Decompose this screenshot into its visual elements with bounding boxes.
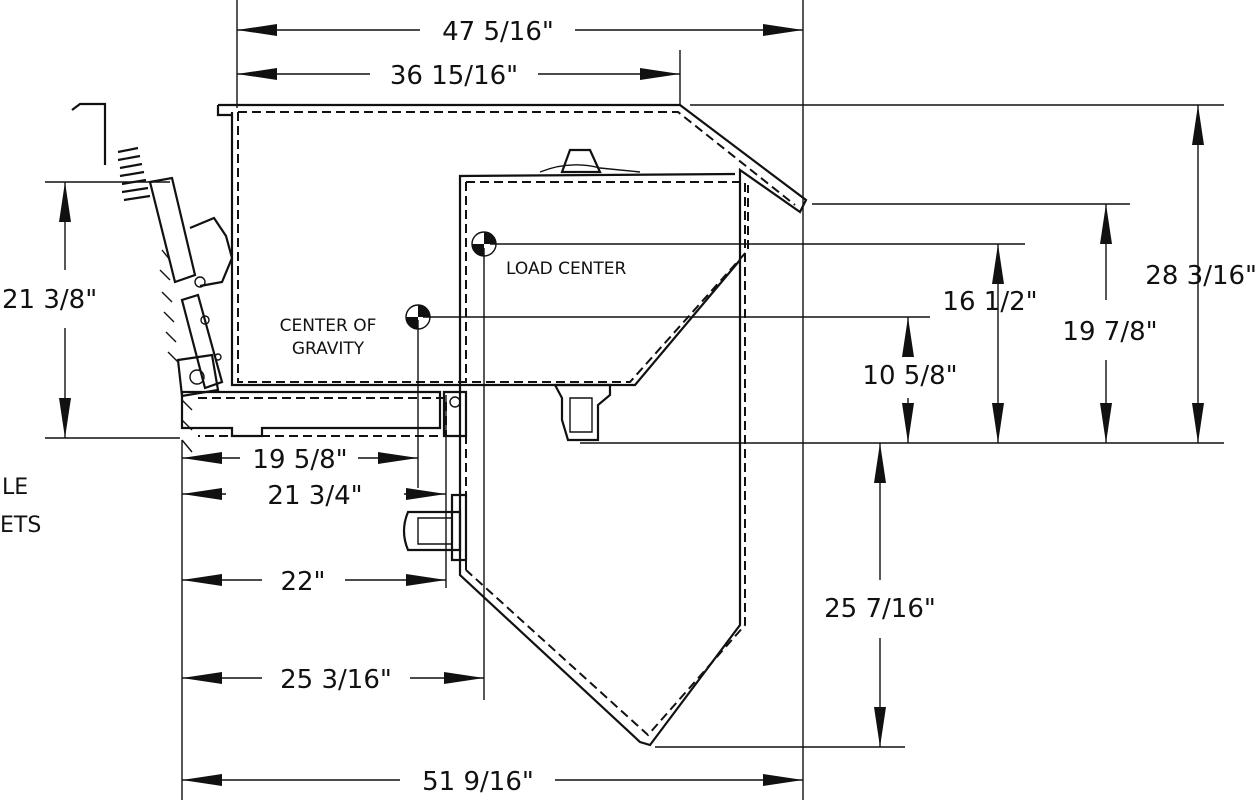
- dim-label-hinge-drop: 25 7/16": [824, 594, 936, 624]
- dim-label-cg-height: 10 5/8": [862, 361, 957, 391]
- center-of-gravity-label-1: CENTER OF: [280, 316, 377, 336]
- dim-label-lip-height: 19 7/8": [1062, 317, 1157, 347]
- dim-label-load-center-height: 16 1/2": [942, 287, 1037, 317]
- dim-label-overall-top-width: 47 5/16": [442, 17, 554, 47]
- load-center-symbol: [471, 231, 497, 257]
- dim-label-hinge-horizontal: 22": [280, 567, 325, 597]
- dim-load-center-height: [992, 244, 1004, 443]
- dim-cg-horizontal: [182, 452, 418, 464]
- latch-mechanism: [71, 102, 234, 453]
- extension-lines: [45, 0, 1224, 800]
- dim-load-center-horizontal: [182, 672, 484, 684]
- dim-label-left-height: 21 3/8": [2, 285, 97, 315]
- cut-off-label-2: ETS: [0, 513, 41, 538]
- hopper-body: [180, 103, 808, 747]
- dim-hinge-drop: [874, 443, 886, 747]
- hopper-dashed-outline: [198, 111, 796, 737]
- dim-overall-height: [1192, 105, 1204, 443]
- dim-label-pivot-horizontal: 21 3/4": [267, 481, 362, 511]
- dim-top-lip-width: [237, 68, 680, 80]
- dim-pivot-horizontal: [182, 488, 446, 500]
- hinge-bracket: [442, 390, 468, 438]
- dim-overall-top-width: [237, 24, 803, 36]
- dim-left-height: [59, 182, 71, 438]
- dim-label-top-lip-width: 36 15/16": [390, 61, 518, 91]
- cut-off-label-1: LE: [2, 475, 28, 500]
- load-center-label: LOAD CENTER: [506, 259, 627, 279]
- dim-label-overall-bottom-width: 51 9/16": [422, 767, 534, 797]
- fork-pocket-right: [553, 383, 612, 442]
- dim-lip-height: [1100, 204, 1112, 443]
- dim-hinge-horizontal: [182, 574, 446, 586]
- center-of-gravity-symbol: [405, 304, 431, 330]
- dim-label-load-center-horizontal: 25 3/16": [280, 665, 392, 695]
- dim-cg-height: [902, 317, 914, 443]
- dim-overall-bottom-width: [182, 774, 803, 786]
- dim-label-cg-horizontal: 19 5/8": [252, 445, 347, 475]
- dim-label-overall-height: 28 3/16": [1145, 261, 1257, 291]
- hole-mark: [214, 353, 222, 361]
- fork-pocket-lower: [402, 493, 468, 562]
- center-of-gravity-label-2: GRAVITY: [292, 339, 365, 359]
